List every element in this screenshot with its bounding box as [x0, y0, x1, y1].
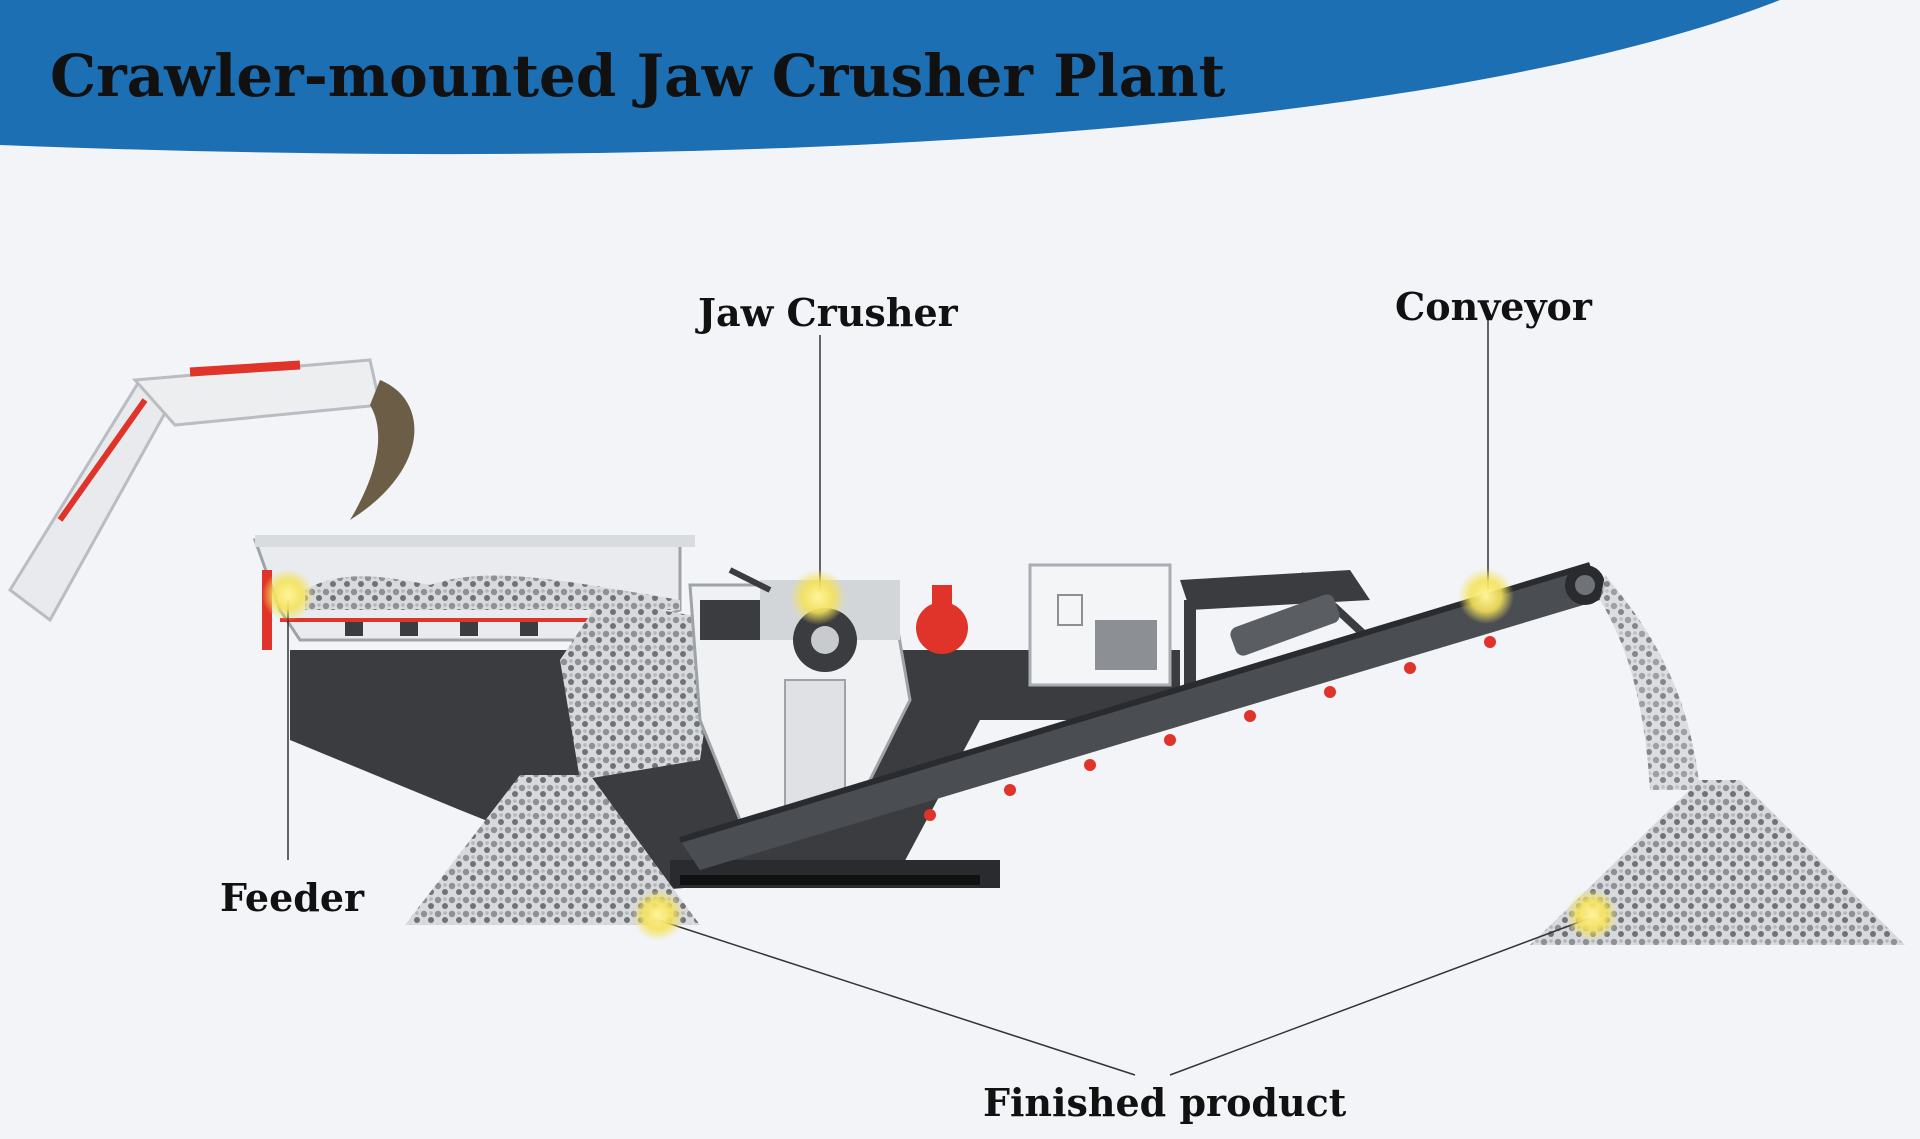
- highlight-product-right: [1566, 889, 1618, 941]
- label-conveyor: Conveyor: [1395, 284, 1592, 329]
- page-title: Crawler-mounted Jaw Crusher Plant: [50, 42, 1226, 110]
- falling-material: [1600, 575, 1700, 790]
- label-jaw-crusher: Jaw Crusher: [698, 290, 958, 335]
- highlight-feeder: [262, 569, 314, 621]
- highlight-jaw-crusher: [790, 569, 846, 625]
- jaw-crusher-unit: [688, 567, 968, 822]
- label-finished-product: Finished product: [983, 1080, 1347, 1125]
- power-unit: [1028, 563, 1172, 687]
- highlight-product-left: [632, 889, 684, 941]
- gravel-pile-right: [1530, 780, 1905, 945]
- highlight-conveyor: [1458, 568, 1514, 624]
- header-banner: [0, 0, 1780, 155]
- label-feeder: Feeder: [220, 875, 365, 920]
- gravel-pile-left: [405, 775, 700, 925]
- leader-lines: [287, 320, 1591, 1076]
- conveyor-belt: [679, 562, 1605, 870]
- excavator-arm: [8, 358, 415, 623]
